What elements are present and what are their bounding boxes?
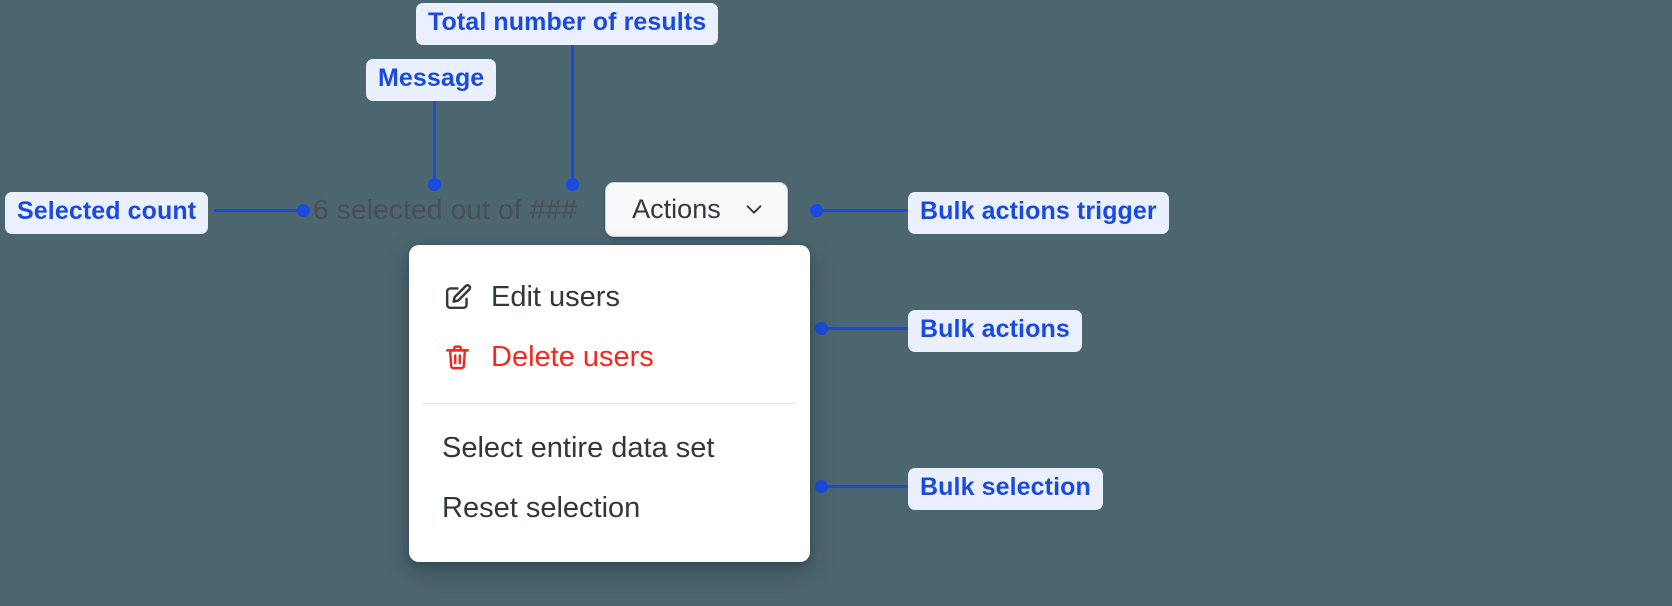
- annotation-chip-total-number-of-results: Total number of results: [416, 3, 719, 45]
- bulk-actions-trigger-button[interactable]: Actions: [605, 182, 788, 237]
- menu-item-select-entire-data-set[interactable]: Select entire data set: [409, 418, 810, 478]
- connector-line-bulk-selection: [820, 485, 910, 488]
- annotation-chip-bulk-selection: Bulk selection: [908, 468, 1103, 510]
- connector-dot-total-results: [566, 178, 579, 191]
- bulk-actions-dropdown-menu: Edit users Delete users Select entire da…: [409, 245, 810, 562]
- bulk-actions-bar: 6 selected out of ### Actions: [313, 182, 788, 237]
- connector-line-bulk-actions-trigger: [814, 209, 909, 212]
- connector-dot-selected-count: [297, 204, 310, 217]
- menu-item-reset-selection[interactable]: Reset selection: [409, 478, 810, 538]
- connector-line-message: [433, 95, 436, 186]
- actions-button-label: Actions: [632, 193, 721, 224]
- connector-line-total-results: [571, 40, 574, 186]
- menu-item-label: Edit users: [491, 281, 620, 313]
- annotation-chip-bulk-actions-trigger: Bulk actions trigger: [908, 192, 1169, 234]
- connector-line-selected-count: [214, 209, 304, 212]
- menu-item-label: Select entire data set: [442, 431, 715, 464]
- menu-divider: [423, 402, 796, 404]
- connector-dot-bulk-actions-trigger: [810, 204, 823, 217]
- annotation-chip-bulk-actions: Bulk actions: [908, 310, 1082, 352]
- chevron-down-icon: [743, 198, 765, 220]
- menu-item-label: Reset selection: [442, 491, 641, 524]
- annotation-chip-message: Message: [366, 59, 497, 101]
- connector-dot-bulk-actions: [815, 322, 828, 335]
- menu-item-label: Delete users: [491, 341, 654, 374]
- connector-dot-bulk-selection: [815, 480, 828, 493]
- annotation-chip-selected-count: Selected count: [5, 192, 209, 234]
- edit-square-pencil-icon: [442, 282, 473, 313]
- connector-dot-message: [428, 178, 441, 191]
- menu-item-edit-users[interactable]: Edit users: [409, 267, 810, 327]
- connector-line-bulk-actions: [820, 327, 910, 330]
- menu-item-delete-users[interactable]: Delete users: [409, 327, 810, 387]
- trash-icon: [442, 342, 473, 373]
- selected-count-message: 6 selected out of ###: [313, 193, 578, 225]
